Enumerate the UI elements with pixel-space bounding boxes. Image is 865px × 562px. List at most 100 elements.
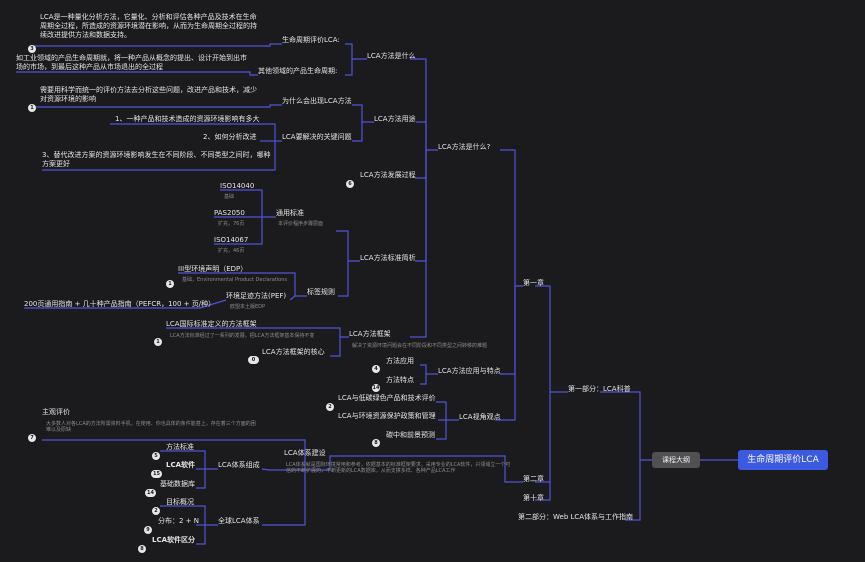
distribution-node[interactable]: 分布：2 + N [158, 517, 200, 525]
software-diff-node[interactable]: LCA软件区分 [152, 536, 196, 544]
connector-line [500, 286, 516, 375]
connector-line [535, 392, 551, 483]
connector-line [289, 295, 296, 301]
question-3[interactable]: 3、替代改进方案的资源环境影响发生在不同阶段、不同类型之间时，哪种方案更好 [42, 151, 271, 168]
pef-node[interactable]: 环境足迹方法(PEF) [226, 292, 287, 300]
badge-icon: 3 [28, 45, 36, 53]
connector-line [24, 299, 227, 309]
connector-line [196, 469, 206, 489]
def-label[interactable]: 生命周期评价LCA: [282, 36, 340, 44]
connector-line [352, 122, 363, 142]
badge-icon: 1 [28, 104, 36, 112]
lca-what-node[interactable]: LCA方法是什么 [367, 52, 416, 60]
system-note: LCA体系就是国际环境常用和参考，依据基本的标准框架要求，采用专业的LCA软件，… [286, 462, 511, 474]
connector-line [436, 401, 459, 421]
connector-line [16, 71, 258, 76]
chapter2-node[interactable]: 第二章 [523, 475, 544, 483]
question-2[interactable]: 2、如何分析改进 [203, 133, 257, 141]
method-std-node[interactable]: 方法标准 [166, 443, 194, 451]
connector-line [345, 59, 353, 76]
pas2050-note: 扩充，76页 [218, 221, 245, 227]
system-form-node[interactable]: LCA体系组成 [218, 461, 260, 469]
lca-app-node[interactable]: LCA方法应用与特点 [438, 367, 501, 375]
badge-icon: 1 [166, 280, 174, 288]
connector-line [318, 455, 523, 483]
epd-node[interactable]: III型环境声明（EDP） [178, 265, 248, 273]
connector-line [420, 364, 438, 375]
connector-line [352, 104, 374, 123]
pas2050-node[interactable]: PAS2050 [214, 209, 245, 217]
badge-icon: 15 [151, 470, 162, 478]
connector-line [415, 150, 427, 179]
lca-dev-node[interactable]: LCA方法发展过程 [360, 171, 416, 179]
badge-icon: 1 [154, 338, 162, 346]
badge-icon: 2 [152, 507, 160, 515]
lca-std-node[interactable]: LCA方法标准简析 [360, 254, 416, 262]
other-text[interactable]: 如工业领域的产品生命周期就，将一种产品从概念的提出、设计开始到出市场的市场，到最… [16, 54, 247, 71]
chapter1-node[interactable]: 第一章 [523, 279, 544, 287]
general-std-note: 本评价程序步骤层面 [278, 221, 324, 227]
base-db-node[interactable]: 基础数据库 [160, 480, 195, 488]
connector-line [30, 43, 282, 47]
app-use-node[interactable]: 方法应用 [386, 357, 414, 365]
connector-line [220, 189, 276, 218]
connector-line [415, 150, 427, 262]
lca-view-node[interactable]: LCA视角观点 [459, 413, 501, 421]
pef-text[interactable]: 200页通用指南 + 几十种产品指南（PEFCR，100 + 页/种） [24, 300, 216, 308]
def-text[interactable]: LCA是一种量化分析方法，它量化、分析和评估各种产品及技术在生命周期全过程，所造… [40, 13, 257, 39]
what-topic[interactable]: LCA方法是什么? [438, 143, 491, 151]
view-1[interactable]: LCA与低碳绿色产品和技术评价 [338, 394, 436, 402]
badge-icon: 9 [144, 526, 152, 534]
iso14067-node[interactable]: ISO14067 [214, 236, 249, 244]
badge-icon: 14 [145, 489, 156, 497]
connector-line [535, 285, 568, 393]
connector-line [500, 149, 523, 287]
view-2[interactable]: LCA与环境资源保护政策和管理 [338, 412, 436, 420]
badge-icon: 14 [372, 384, 380, 392]
other-label[interactable]: 其他领域的产品生命周期: [258, 67, 338, 75]
badge-icon: 2 [326, 403, 334, 411]
lca-frame-node[interactable]: LCA方法框架 [349, 330, 391, 338]
general-std-node[interactable]: 通用标准 [276, 209, 304, 217]
app-feat-node[interactable]: 方法特点 [386, 376, 414, 384]
badge-icon: 8 [138, 545, 146, 553]
intl-frame-note: LCA方法标准经过了一系列的发展，把LCA方法框架基本保持不变 [170, 333, 315, 339]
connector-line [625, 460, 641, 521]
connector-line [166, 327, 349, 338]
badge-icon: 5 [152, 452, 160, 460]
outline-node[interactable]: 课程大纲 [652, 452, 700, 468]
connector-line [214, 217, 263, 245]
badge-icon: 7 [28, 434, 36, 442]
view-3[interactable]: 碳中和前景预测 [386, 431, 435, 439]
iso14040-node[interactable]: ISO14040 [220, 182, 255, 190]
connector-line [160, 450, 218, 470]
connector-line [42, 439, 318, 471]
label-std-node[interactable]: 标签规则 [307, 288, 335, 296]
badge-icon: 0 [248, 356, 259, 364]
part2-node[interactable]: 第二部分：Web LCA体系与工作指南 [518, 513, 634, 521]
connector-line [338, 261, 349, 297]
question-1[interactable]: 1、一种产品和技术造成的资源环境影响有多大 [115, 115, 260, 123]
lca-system-node[interactable]: LCA体系建设 [284, 449, 326, 457]
chapter10-node[interactable]: 第十章 [523, 494, 544, 502]
connector-line [600, 391, 652, 461]
lca-software-node[interactable]: LCA软件 [166, 461, 196, 469]
global-system-node[interactable]: 全球LCA体系 [218, 517, 260, 525]
connector-line [495, 286, 516, 421]
connector-line [196, 525, 206, 545]
root-node[interactable]: 生命周期评价LCA [738, 450, 828, 470]
goal-node[interactable]: 目标概况 [166, 498, 194, 506]
subjective-note: 大多数人对各LCA的方法所需资料手机，在使用、你也具体的条件能甚上，存在着三个方… [46, 421, 256, 433]
lca-use-node[interactable]: LCA方法用途 [374, 115, 416, 123]
part1-node[interactable]: 第一部分：LCA科普 [568, 385, 631, 393]
subjective-node[interactable]: 主观评价 [42, 408, 70, 416]
connector-line [535, 482, 551, 501]
why-text[interactable]: 需要用科学而统一的评价方法去分析这些问题，改进产品和技术，减少对资源环境的影响 [40, 86, 257, 103]
badge-icon: 6 [346, 180, 354, 188]
frame-core-node[interactable]: LCA方法框架的核心 [262, 348, 325, 356]
why-label[interactable]: 为什么会出现LCA方法 [282, 97, 352, 105]
key-label[interactable]: LCA要解决的关键问题 [282, 133, 352, 141]
intl-frame-node[interactable]: LCA国际标准定义的方法框架 [166, 320, 257, 328]
